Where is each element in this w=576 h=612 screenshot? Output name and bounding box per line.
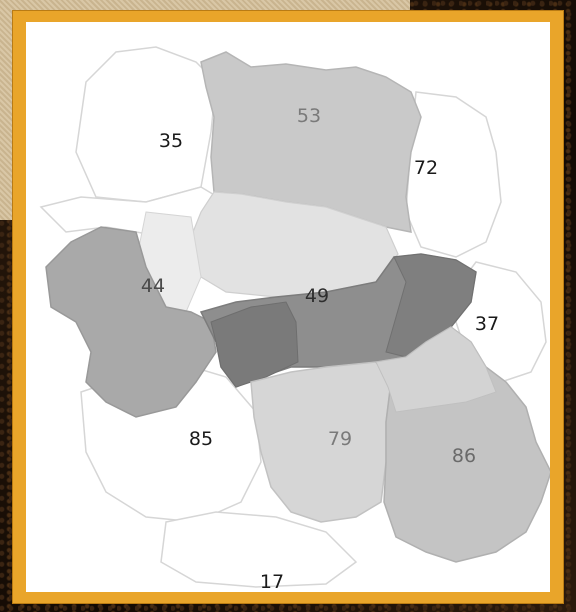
map-canvas: 53 72 35 44 49 37 85 79 86 17 — [26, 22, 550, 592]
region-label-35: 35 — [159, 130, 183, 152]
region-label-37: 37 — [475, 313, 499, 335]
region-53-shape — [200, 51, 422, 233]
region-label-72: 72 — [414, 157, 438, 179]
region-17-shape — [160, 511, 358, 588]
map-frame: 53 72 35 44 49 37 85 79 86 17 — [12, 10, 564, 604]
region-35-shape — [75, 46, 217, 203]
region-label-53: 53 — [297, 105, 321, 127]
region-79-shape — [250, 361, 392, 523]
region-label-85: 85 — [189, 428, 213, 450]
region-label-17: 17 — [260, 571, 284, 592]
region-label-44: 44 — [141, 275, 165, 297]
region-86-north-subregion — [375, 326, 497, 413]
region-label-49: 49 — [305, 285, 329, 307]
region-label-86: 86 — [452, 445, 476, 467]
region-label-79: 79 — [328, 428, 352, 450]
region-44-shape — [45, 226, 217, 418]
region-49-west-subregion — [210, 301, 299, 388]
region-map: 53 72 35 44 49 37 85 79 86 17 — [39, 46, 550, 592]
